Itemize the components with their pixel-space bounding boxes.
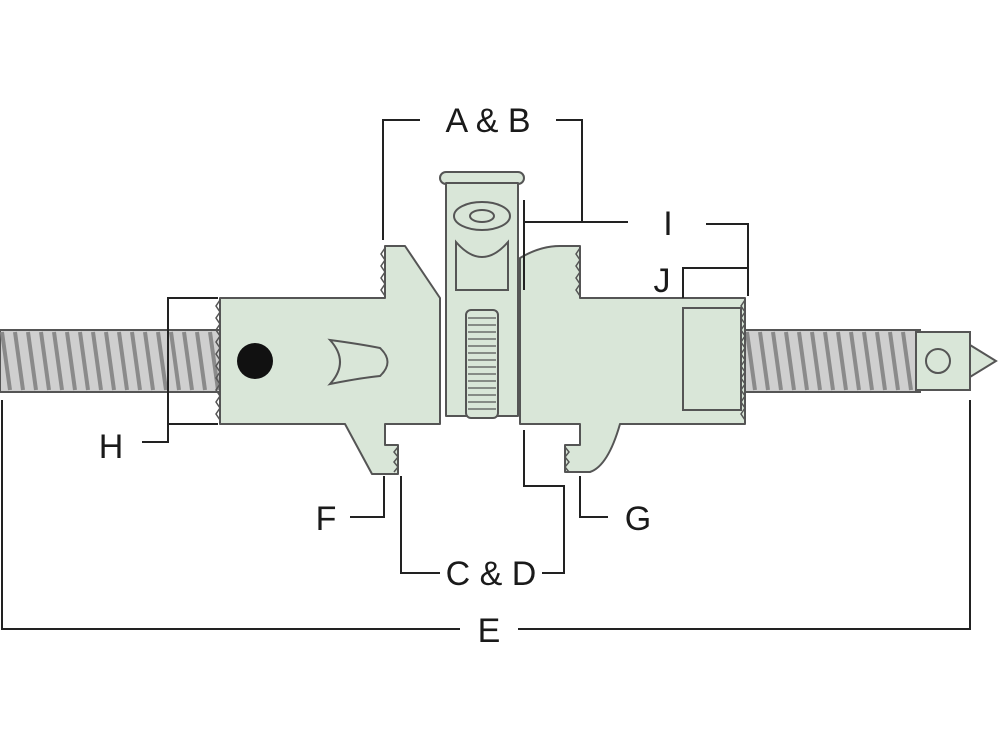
label-j: J <box>654 262 671 300</box>
leader-cd-right <box>523 430 565 574</box>
label-h: H <box>99 428 124 466</box>
center-point <box>915 331 998 391</box>
leader-j <box>682 267 748 298</box>
label-f: F <box>316 500 337 538</box>
knurl-lines <box>468 317 496 410</box>
leader-ab <box>382 119 420 240</box>
label-ab: A & B <box>445 102 530 140</box>
leader-g <box>579 476 608 518</box>
hidden-bore <box>682 307 742 411</box>
leader-ab-right <box>524 119 583 223</box>
label-cd: C & D <box>446 555 537 593</box>
leader-cd <box>400 476 440 574</box>
rod-threads-left <box>0 331 220 391</box>
label-i: I <box>663 205 672 243</box>
knurled-screw <box>465 309 499 419</box>
leader-e <box>1 400 460 630</box>
right-body <box>519 245 746 473</box>
left-body-serrations <box>215 247 399 473</box>
lock-pin-icon <box>237 343 273 379</box>
leader-i-right <box>706 223 749 296</box>
dimension-lines <box>1 119 971 630</box>
center-cutter-block <box>439 171 525 419</box>
label-e: E <box>478 612 501 650</box>
left-body <box>219 245 441 475</box>
labels: A & B I J H F G C & D E <box>99 102 673 650</box>
right-body-serrations <box>564 247 746 473</box>
leader-e-right <box>518 400 971 630</box>
v-slot <box>327 338 389 386</box>
cutter-screw-head <box>453 201 511 231</box>
leader-f <box>350 476 385 518</box>
leader-h <box>142 297 218 443</box>
label-g: G <box>625 500 651 538</box>
